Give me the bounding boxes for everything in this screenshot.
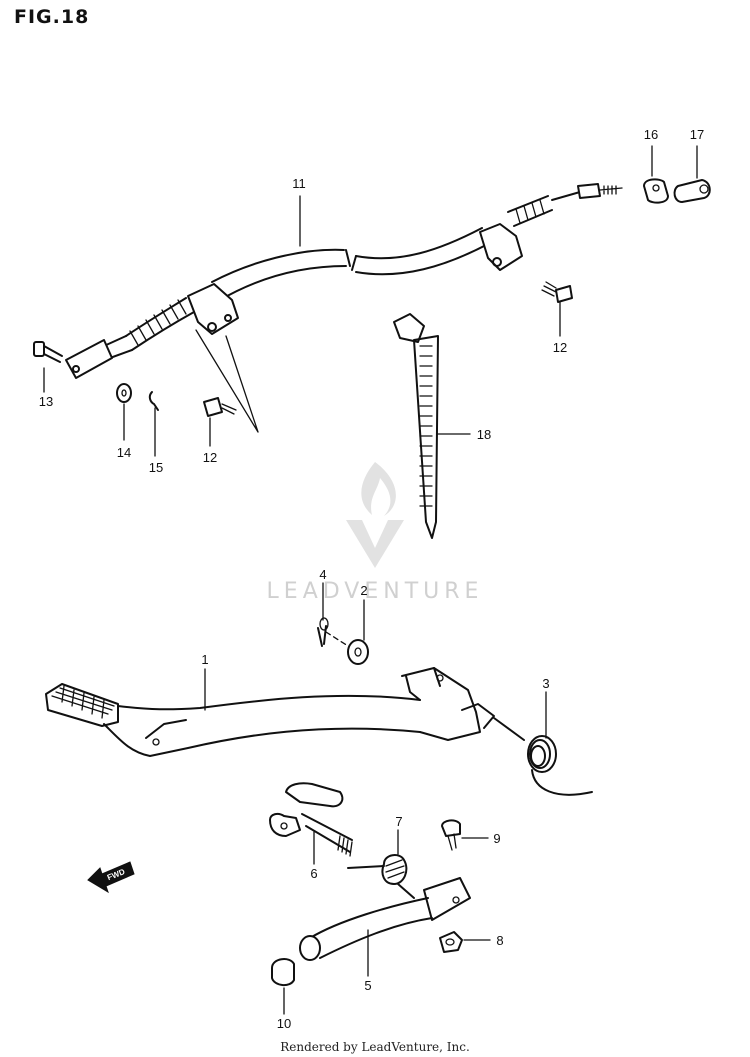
callout-9: 9 bbox=[493, 831, 500, 846]
callout-5: 5 bbox=[364, 978, 371, 993]
watermark-v-icon bbox=[346, 520, 404, 568]
cotter-pin-4 bbox=[317, 617, 329, 647]
callout-12-right: 12 bbox=[553, 340, 567, 355]
lever-5 bbox=[299, 877, 471, 961]
cable-tie-18 bbox=[393, 313, 439, 539]
figure-title: FIG.18 bbox=[14, 6, 90, 28]
callout-7: 7 bbox=[395, 814, 402, 829]
cable-end-17 bbox=[673, 179, 711, 203]
leadventure-watermark: LEADVENTURE bbox=[267, 462, 484, 604]
callout-2: 2 bbox=[360, 583, 367, 598]
callout-10: 10 bbox=[277, 1016, 291, 1031]
brake-cable bbox=[65, 183, 623, 433]
pivot-shaft-6 bbox=[269, 782, 353, 857]
callout-8: 8 bbox=[496, 933, 503, 948]
clevis-pin-13 bbox=[33, 341, 63, 363]
callout-18: 18 bbox=[477, 427, 491, 442]
callout-1: 1 bbox=[201, 652, 208, 667]
fwd-arrow-icon: FWD bbox=[87, 861, 135, 894]
footer-credit: Rendered by LeadVenture, Inc. bbox=[280, 1040, 470, 1054]
watermark-text: LEADVENTURE bbox=[267, 579, 484, 604]
bolt-12-right bbox=[541, 281, 573, 303]
spring-7 bbox=[347, 854, 415, 899]
callout-15: 15 bbox=[149, 460, 163, 475]
cap-10 bbox=[271, 958, 295, 986]
watermark-flame-icon bbox=[361, 462, 396, 516]
callout-labels: 11 16 17 12 13 14 15 12 18 4 2 1 3 7 9 6… bbox=[39, 127, 704, 1031]
bolt-9 bbox=[441, 819, 461, 851]
cotter-pin-15 bbox=[148, 391, 159, 411]
callout-16: 16 bbox=[644, 127, 658, 142]
leader-lines bbox=[43, 145, 698, 1015]
brake-pedal bbox=[45, 667, 495, 757]
bolt-12-left bbox=[203, 397, 237, 417]
return-spring-3 bbox=[493, 717, 593, 796]
callout-13: 13 bbox=[39, 394, 53, 409]
callout-11: 11 bbox=[292, 176, 306, 191]
callout-4: 4 bbox=[319, 567, 326, 582]
nut-8 bbox=[439, 931, 463, 953]
callout-12-left: 12 bbox=[203, 450, 217, 465]
callout-17: 17 bbox=[690, 127, 704, 142]
callout-6: 6 bbox=[310, 866, 317, 881]
washer-14 bbox=[116, 383, 132, 403]
washer-2 bbox=[325, 631, 369, 665]
callout-3: 3 bbox=[542, 676, 549, 691]
callout-14: 14 bbox=[117, 445, 131, 460]
cable-nut-16 bbox=[643, 178, 669, 204]
